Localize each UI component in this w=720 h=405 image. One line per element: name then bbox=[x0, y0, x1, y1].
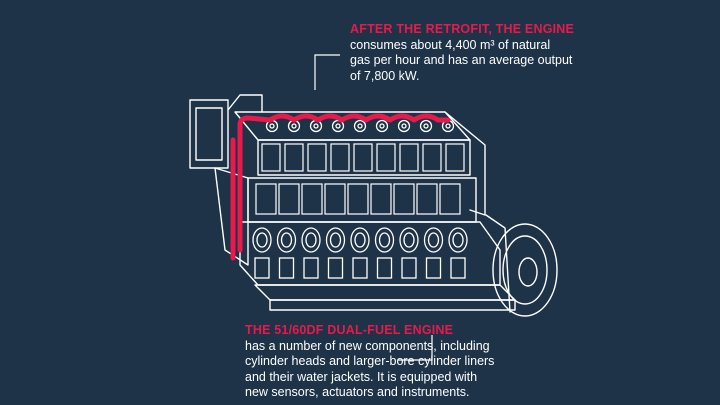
crankcase-door bbox=[423, 227, 444, 253]
cylinder-head-bolt bbox=[445, 123, 451, 129]
cylinder-head-cover bbox=[353, 119, 367, 133]
callout-dual-fuel-heading: THE 51/60DF DUAL-FUEL ENGINE bbox=[245, 323, 454, 337]
cylinder-head-cover bbox=[375, 119, 389, 133]
crankcase-door bbox=[276, 227, 297, 253]
flywheel-hub bbox=[518, 257, 538, 287]
cylinder-liner-panel bbox=[393, 183, 415, 215]
cylinder-liner-panel bbox=[324, 183, 346, 215]
callout-retrofit-line: gas per hour and has an average output bbox=[350, 53, 573, 67]
cylinder-block-panel bbox=[376, 143, 396, 172]
crankcase-door bbox=[325, 227, 346, 253]
flywheel bbox=[492, 223, 558, 317]
turbocharger-detail bbox=[195, 107, 223, 161]
cylinder-block-panel bbox=[284, 143, 304, 172]
cylinder-head-bolt bbox=[357, 123, 363, 129]
callout-retrofit: AFTER THE RETROFIT, THE ENGINE consumes … bbox=[350, 22, 574, 84]
crankcase-door-inner bbox=[305, 232, 317, 248]
gas-supply-line bbox=[230, 113, 451, 261]
cylinder-liner-panel bbox=[301, 183, 323, 215]
crankcase-door bbox=[252, 227, 272, 253]
cylinder-head-bolt bbox=[423, 123, 429, 129]
flywheel-housing bbox=[485, 214, 511, 313]
callout-dual-fuel-line: and their water jackets. It is equipped … bbox=[245, 369, 478, 384]
crankcase-door bbox=[448, 227, 468, 253]
crankcase-door-inner bbox=[280, 232, 293, 248]
turbocharger-housing bbox=[189, 99, 229, 169]
upper-crankcase bbox=[247, 177, 477, 223]
cylinder-head-cover bbox=[419, 119, 433, 133]
left-end-cover bbox=[214, 167, 249, 266]
camshaft-panel bbox=[425, 257, 442, 279]
cylinder-head-bolt bbox=[379, 123, 385, 129]
cylinder-head-bolt bbox=[269, 123, 275, 129]
cylinder-liner-panel bbox=[370, 183, 392, 215]
flywheel-inner bbox=[502, 235, 548, 305]
cylinder-liner-panel bbox=[439, 183, 461, 215]
engine-side-upper bbox=[444, 111, 486, 216]
camshaft-panel bbox=[376, 257, 393, 279]
camshaft-panel bbox=[254, 257, 270, 279]
base-frame-lower bbox=[269, 299, 516, 311]
leader-line-bottom bbox=[398, 335, 433, 361]
crankcase-door-inner bbox=[403, 232, 415, 248]
cylinder-block-panel bbox=[399, 143, 419, 172]
cylinder-head-bolt bbox=[291, 123, 297, 129]
crankcase-door bbox=[374, 227, 395, 253]
crankcase-door-inner bbox=[354, 232, 366, 248]
callout-retrofit-line: consumes about 4,400 m³ of natural bbox=[350, 37, 551, 52]
cylinder-head-bolt bbox=[401, 123, 407, 129]
cylinder-block-panel bbox=[353, 143, 373, 172]
cylinder-block-panel bbox=[307, 143, 327, 172]
cylinder-panels bbox=[255, 143, 465, 215]
cylinder-block-panel bbox=[422, 143, 442, 172]
cylinder-block-panel bbox=[330, 143, 350, 172]
cylinder-liner-panel bbox=[278, 183, 300, 215]
cylinder-block-panel bbox=[445, 143, 465, 172]
camshaft-panel bbox=[450, 257, 466, 279]
crankcase-door-inner bbox=[378, 232, 391, 248]
cylinder-heads bbox=[265, 119, 455, 133]
camshaft-panel bbox=[352, 257, 368, 279]
callout-dual-fuel-line: has a number of new components, includin… bbox=[245, 338, 490, 353]
crankcase-door-inner bbox=[329, 232, 342, 248]
turbo-pipe bbox=[227, 94, 263, 113]
cylinder-head-cover bbox=[397, 119, 411, 133]
leader-line-top bbox=[314, 54, 340, 90]
cylinder-block-panel bbox=[261, 143, 281, 172]
crankcase-door bbox=[301, 227, 321, 253]
crankcase-doors bbox=[252, 227, 468, 279]
callout-dual-fuel: THE 51/60DF DUAL-FUEL ENGINE has a numbe… bbox=[245, 323, 494, 401]
crankcase-door bbox=[350, 227, 370, 253]
callout-dual-fuel-line: new sensors, actuators and instruments. bbox=[245, 385, 470, 399]
gas-rail-highlight bbox=[237, 113, 451, 253]
cylinder-head-cover bbox=[309, 119, 323, 133]
crankcase-door-inner bbox=[427, 232, 440, 248]
crankcase-door-inner bbox=[452, 232, 464, 248]
base-frame bbox=[254, 284, 516, 301]
camshaft-panel bbox=[327, 257, 344, 279]
callout-retrofit-line: of 7,800 kW. bbox=[350, 68, 420, 83]
callout-retrofit-heading: AFTER THE RETROFIT, THE ENGINE bbox=[350, 22, 575, 36]
cylinder-head-bolt bbox=[335, 123, 341, 129]
cylinder-liner-panel bbox=[416, 183, 438, 215]
camshaft-panel bbox=[278, 257, 295, 279]
cylinder-liner-panel bbox=[255, 183, 277, 215]
engine-drawing bbox=[189, 94, 558, 317]
cylinder-head-block bbox=[257, 139, 471, 176]
cylinder-head-bolt bbox=[313, 123, 319, 129]
crankcase-door-inner bbox=[256, 232, 268, 248]
callout-dual-fuel-line: cylinder heads and larger-bore cylinder … bbox=[245, 354, 495, 368]
camshaft-panel bbox=[401, 257, 417, 279]
crankcase-door bbox=[399, 227, 419, 253]
camshaft-panel bbox=[303, 257, 319, 279]
cylinder-liner-panel bbox=[347, 183, 369, 215]
